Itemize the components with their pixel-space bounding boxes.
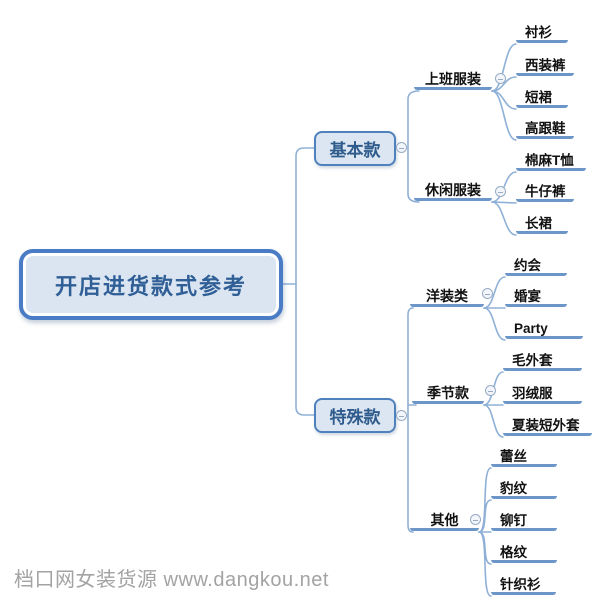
watermark-text: 档口网女装货源 www.dangkou.net	[14, 569, 329, 591]
leaf-rivet[interactable]: 铆钉	[491, 510, 557, 531]
leaf-cotton-linen-tshirt[interactable]: 棉麻T恤	[516, 150, 586, 171]
leaf-knitwear[interactable]: 针织衫	[491, 574, 556, 595]
subtopic-work-wear[interactable]: 上班服装	[414, 69, 492, 90]
leaf-date[interactable]: 约会	[505, 255, 567, 276]
leaf-lace[interactable]: 蕾丝	[491, 446, 557, 467]
subtopic-casual-wear[interactable]: 休闲服装	[414, 180, 492, 201]
leaf-jeans[interactable]: 牛仔裤	[516, 181, 574, 202]
collapse-icon[interactable]	[495, 186, 506, 197]
collapse-icon[interactable]	[482, 288, 493, 299]
leaf-long-skirt[interactable]: 长裙	[516, 213, 568, 234]
subtopic-others[interactable]: 其他	[410, 510, 479, 531]
leaf-down-jacket[interactable]: 羽绒服	[503, 383, 582, 404]
leaf-wedding-banquet[interactable]: 婚宴	[505, 286, 567, 307]
leaf-leopard-print[interactable]: 豹纹	[491, 478, 557, 499]
subtopic-seasonal[interactable]: 季节款	[412, 383, 484, 404]
leaf-summer-short-coat[interactable]: 夏装短外套	[503, 415, 592, 436]
topic-basic-styles[interactable]: 基本款	[314, 131, 396, 166]
subtopic-dresses[interactable]: 洋装类	[410, 286, 484, 307]
collapse-icon[interactable]	[470, 514, 481, 525]
collapse-icon[interactable]	[396, 142, 407, 153]
collapse-icon[interactable]	[495, 73, 506, 84]
collapse-icon[interactable]	[485, 385, 496, 396]
leaf-wool-coat[interactable]: 毛外套	[503, 350, 582, 371]
leaf-shirt[interactable]: 衬衫	[516, 22, 568, 43]
topic-special-styles[interactable]: 特殊款	[314, 398, 396, 433]
leaf-suit-pants[interactable]: 西装裤	[516, 55, 574, 76]
leaf-party[interactable]: Party	[505, 318, 583, 339]
leaf-high-heels[interactable]: 高跟鞋	[516, 118, 574, 139]
collapse-icon[interactable]	[396, 410, 407, 421]
central-topic[interactable]: 开店进货款式参考	[19, 249, 283, 320]
leaf-plaid[interactable]: 格纹	[491, 542, 557, 563]
leaf-short-skirt[interactable]: 短裙	[516, 87, 568, 108]
